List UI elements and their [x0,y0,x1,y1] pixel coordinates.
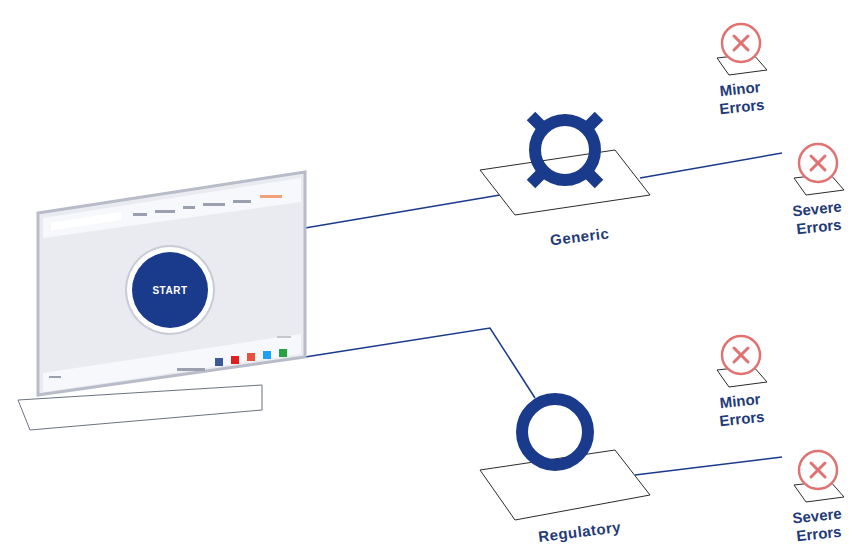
error-figure [705,18,777,136]
regulatory-check-node: Regulatory [475,380,660,550]
error-node: Severe Errors [782,445,850,553]
connector-line [635,457,782,475]
error-label: Severe Errors [786,197,849,239]
web-page-screen: START [15,168,310,438]
start-button: START [132,252,208,328]
error-label: Minor Errors [709,77,772,119]
connector-line [305,195,500,228]
error-label: Minor Errors [709,389,772,431]
error-figure [705,330,777,448]
error-node: Minor Errors [705,18,777,136]
connector-line [640,153,782,178]
check-label: Generic [549,224,610,249]
error-label: Severe Errors [786,504,849,546]
button-label: START [132,252,208,328]
error-node: Minor Errors [705,330,777,448]
error-node: Severe Errors [782,138,850,248]
connector-line [305,328,535,398]
check-label: Regulatory [538,518,623,546]
generic-check-node: Generic [475,85,660,255]
